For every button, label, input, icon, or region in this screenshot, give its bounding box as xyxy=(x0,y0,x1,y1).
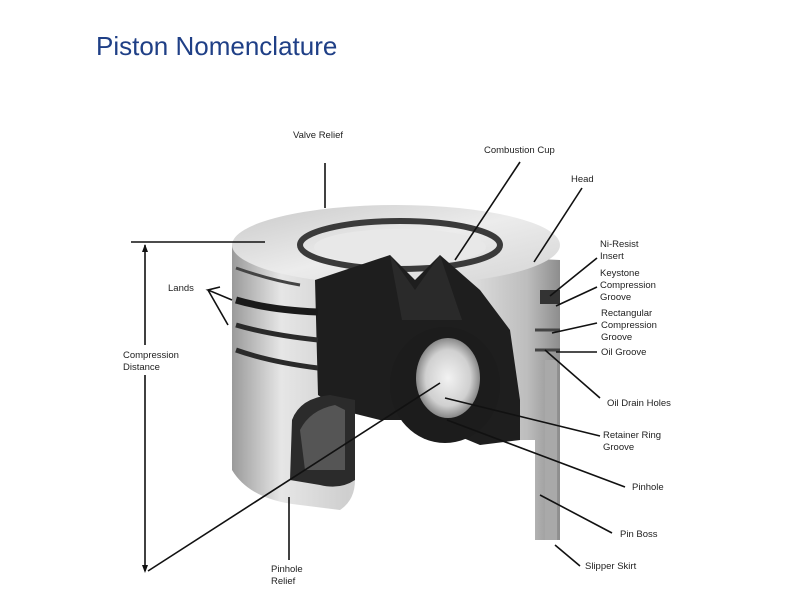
label-lands: Lands xyxy=(168,283,194,294)
leader-pinhole xyxy=(446,419,626,488)
label-pinhole-relief: Pinhole Relief xyxy=(271,564,303,587)
leader-pin-boss xyxy=(539,494,613,534)
leader-ni-resist xyxy=(549,257,598,297)
label-slipper-skirt: Slipper Skirt xyxy=(585,561,637,572)
arrowhead-up xyxy=(142,244,148,252)
leader-rectangular xyxy=(551,322,598,334)
leader-oil-drain xyxy=(544,349,601,399)
leader-lines xyxy=(131,161,626,572)
leader-keystone xyxy=(555,286,598,307)
label-oil-groove: Oil Groove xyxy=(601,347,647,358)
label-oil-drain-holes: Oil Drain Holes xyxy=(607,398,671,409)
leader-retainer-ring xyxy=(444,397,601,437)
arrowhead-down xyxy=(142,565,148,573)
leader-head xyxy=(533,187,583,263)
label-keystone-compression-groove: Keystone Compression Groove xyxy=(600,268,656,303)
label-pin-boss: Pin Boss xyxy=(620,529,658,540)
piston-body xyxy=(232,205,560,540)
leader-lands-1 xyxy=(205,286,233,301)
label-rectangular-compression-groove: Rectangular Compression Groove xyxy=(601,308,657,343)
label-compression-distance: Compression Distance xyxy=(123,350,179,373)
leader-slipper-skirt xyxy=(554,544,581,567)
label-retainer-ring-groove: Retainer Ring Groove xyxy=(603,430,662,453)
leader-lands-2 xyxy=(207,289,229,326)
label-head: Head xyxy=(571,174,594,185)
compression-diagonal xyxy=(147,382,441,572)
label-pinhole: Pinhole xyxy=(632,482,664,493)
leader-combustion-cup xyxy=(454,161,521,261)
label-ni-resist-insert: Ni-Resist Insert xyxy=(600,239,639,262)
label-combustion-cup: Combustion Cup xyxy=(484,145,555,156)
page-title: Piston Nomenclature xyxy=(96,31,338,61)
label-valve-relief: Valve Relief xyxy=(293,130,343,141)
